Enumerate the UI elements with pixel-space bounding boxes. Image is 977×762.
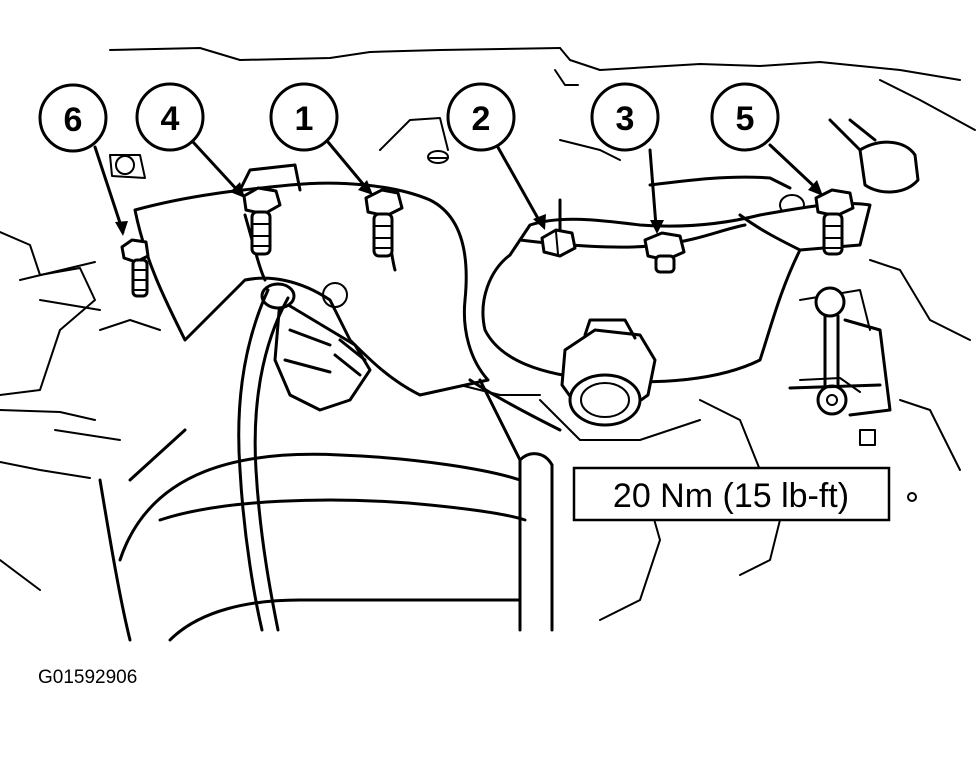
callout-2-number: 2: [472, 100, 491, 138]
heat-shield-tube: [478, 378, 554, 632]
callout-5: 5: [710, 82, 780, 152]
torque-spec-box: 20 Nm (15 lb-ft): [572, 466, 891, 522]
callout-5-number: 5: [736, 100, 755, 138]
stud-3: [643, 231, 686, 274]
oxygen-sensor: [237, 282, 372, 632]
engine-block-linework: [0, 47, 976, 621]
callout-2: 2: [446, 82, 516, 152]
callout-6-number: 6: [64, 101, 83, 139]
callout-4-number: 4: [161, 100, 180, 138]
stud-6: [120, 238, 150, 298]
leader-lines: [93, 140, 823, 236]
stud-1: [364, 188, 404, 258]
figure-id: G01592906: [38, 667, 137, 688]
callout-3-number: 3: [616, 100, 635, 138]
callout-4: 4: [135, 82, 205, 152]
stud-4: [242, 186, 282, 256]
torque-spec-label: 20 Nm (15 lb-ft): [613, 477, 849, 515]
exhaust-manifold: [133, 163, 872, 432]
callout-1: 1: [269, 82, 339, 152]
catalytic-converter: [98, 428, 527, 642]
callout-3: 3: [590, 82, 660, 152]
callout-6: 6: [38, 83, 108, 153]
stud-5: [814, 188, 855, 256]
right-bracket-link: [788, 118, 920, 417]
stud-2: [540, 228, 577, 258]
callout-1-number: 1: [295, 100, 314, 138]
flange-nut: [560, 318, 657, 427]
